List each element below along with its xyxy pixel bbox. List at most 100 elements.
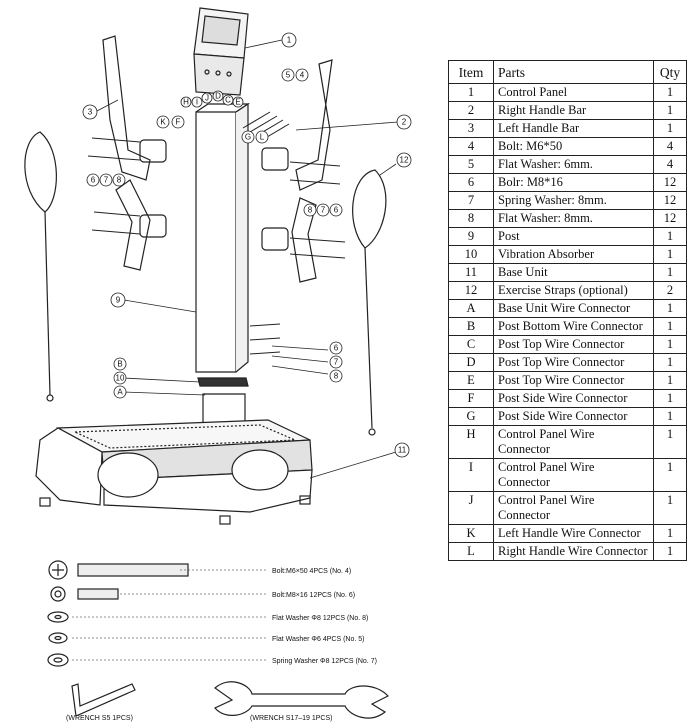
cell-parts: Post Top Wire Connector [493,335,654,354]
cell-qty: 1 [653,245,687,264]
callout-9: 9 [116,296,121,305]
control-panel-drawing [193,7,249,96]
cell-parts: Flat Washer: 8mm. [493,209,654,228]
callout-10: 10 [116,374,125,383]
cell-qty: 1 [653,227,687,246]
cell-qty: 2 [653,281,687,300]
cell-item: B [448,317,494,336]
exploded-assembly-diagram: 1 2 3 4 5 6 7 8 8 7 6 6 7 8 9 10 A 11 12… [24,7,412,722]
callout-2: 2 [402,118,407,127]
cell-item: 12 [448,281,494,300]
callout-A: A [117,388,123,397]
callout-K: K [160,118,166,127]
cell-item: I [448,458,494,492]
cell-qty: 1 [653,263,687,282]
callout-J: J [205,94,209,103]
cell-item: E [448,371,494,390]
post-drawing [195,102,250,373]
cell-qty: 12 [653,173,687,192]
cell-qty: 12 [653,209,687,228]
legend-flat-washer-6: Flat Washer Φ6 4PCS (No. 5) [272,636,364,643]
cell-qty: 1 [653,83,687,102]
callout-7-lower: 7 [334,358,339,367]
cell-qty: 1 [653,458,687,492]
cell-item: 8 [448,209,494,228]
cell-qty: 1 [653,407,687,426]
cell-item: D [448,353,494,372]
callout-4: 4 [300,71,305,80]
cell-parts: Vibration Absorber [493,245,654,264]
cell-qty: 1 [653,101,687,120]
callout-6-left: 6 [91,176,96,185]
legend-wrench-s17: (WRENCH S17–19 1PCS) [250,715,332,722]
callout-6-right: 6 [334,206,339,215]
callout-1: 1 [287,36,292,45]
cell-item: 9 [448,227,494,246]
cell-qty: 4 [653,137,687,156]
cell-qty: 1 [653,335,687,354]
cell-qty: 12 [653,191,687,210]
cell-qty: 1 [653,299,687,318]
cell-qty: 1 [653,389,687,408]
cell-qty: 1 [653,491,687,525]
cell-parts: Post Top Wire Connector [493,353,654,372]
cell-parts: Post Top Wire Connector [493,371,654,390]
cell-parts: Post Bottom Wire Connector [493,317,654,336]
callout-8-right: 8 [308,206,313,215]
cell-parts: Post Side Wire Connector [493,407,654,426]
callout-8-left: 8 [117,176,122,185]
cell-parts: Base Unit [493,263,654,282]
cell-parts: Exercise Straps (optional) [493,281,654,300]
cell-item: 10 [448,245,494,264]
cell-item: C [448,335,494,354]
base-unit-drawing [35,419,313,525]
cell-parts: Right Handle Bar [493,101,654,120]
cell-item: 5 [448,155,494,174]
cell-parts: Right Handle Wire Connector [493,542,654,561]
callout-5: 5 [286,71,291,80]
cell-parts: Post Side Wire Connector [493,389,654,408]
cell-item: 3 [448,119,494,138]
cell-parts: Base Unit Wire Connector [493,299,654,318]
callout-3: 3 [88,108,93,117]
header-qty: Qty [653,60,687,84]
cell-item: J [448,491,494,525]
legend-bolt-m8: Bolt:M8×16 12PCS (No. 6) [272,592,355,599]
left-handle-bar-drawing [102,35,167,271]
cell-item: 4 [448,137,494,156]
callout-6-lower: 6 [334,344,339,353]
cell-item: 1 [448,83,494,102]
legend-flat-washer-8: Flat Washer Φ8 12PCS (No. 8) [272,615,368,622]
cell-parts: Spring Washer: 8mm. [493,191,654,210]
cell-parts: Left Handle Wire Connector [493,524,654,543]
legend-bolt-m6: Bolt:M6×50 4PCS (No. 4) [272,568,351,575]
right-handle-bar-drawing [261,59,333,283]
callout-G: G [245,133,251,142]
callout-H: H [183,98,189,107]
cell-qty: 1 [653,425,687,459]
callout-B: B [117,360,122,369]
callout-C: C [225,96,231,105]
cell-item: G [448,407,494,426]
table-header-row: Item Parts Qty [448,60,687,84]
cell-item: L [448,542,494,561]
callout-L: L [260,133,265,142]
cell-parts: Control Panel Wire Connector [493,425,654,459]
legend-spring-washer-8: Spring Washer Φ8 12PCS (No. 7) [272,658,377,665]
